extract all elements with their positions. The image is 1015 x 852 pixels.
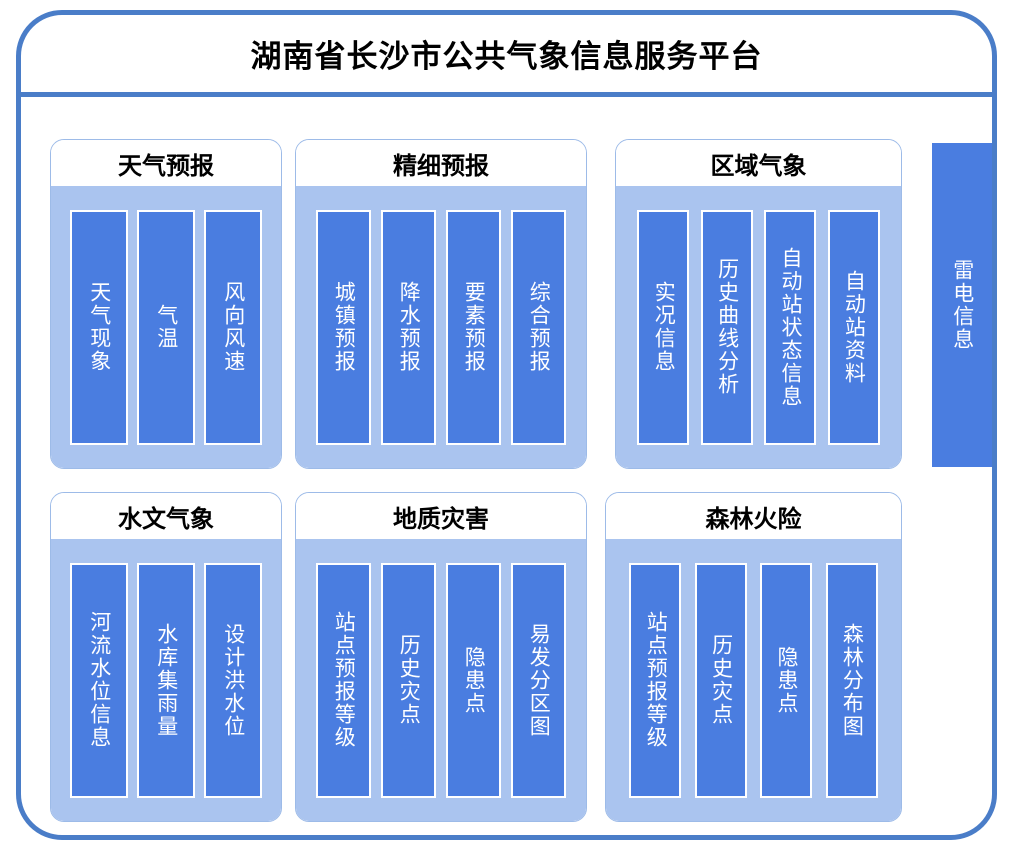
item-bar-forest-distribution-map[interactable]: 森林分布图 (825, 562, 878, 798)
item-label: 雷电信息 (950, 259, 975, 351)
item-bar-aws-data[interactable]: 自动站资料 (827, 209, 880, 445)
item-label: 自动站状态信息 (778, 246, 803, 408)
panel-body-geological-hazard: 站点预报等级 历史灾点 隐患点 易发分区图 (296, 539, 586, 821)
item-label: 隐患点 (774, 645, 799, 715)
item-label: 风向风速 (221, 281, 246, 373)
item-label: 设计洪水位 (221, 622, 246, 738)
item-label: 要素预报 (462, 281, 487, 373)
item-label: 站点预报等级 (332, 611, 357, 749)
item-bar-wind[interactable]: 风向风速 (204, 209, 262, 445)
title-bar: 湖南省长沙市公共气象信息服务平台 (21, 15, 992, 97)
item-bar-station-forecast-level[interactable]: 站点预报等级 (316, 562, 371, 798)
item-label: 森林分布图 (840, 622, 865, 738)
item-bar-design-flood-level[interactable]: 设计洪水位 (204, 562, 262, 798)
item-label: 站点预报等级 (644, 611, 669, 749)
item-label: 易发分区图 (527, 622, 552, 738)
item-bar-aws-status-information[interactable]: 自动站状态信息 (764, 209, 817, 445)
panel-title-hydro-meteorology: 水文气象 (51, 493, 281, 539)
item-bar-historical-disaster-points[interactable]: 历史灾点 (694, 562, 747, 798)
panel-title-fine-forecast: 精细预报 (296, 140, 586, 186)
panel-body-weather-forecast: 天气现象 气温 风向风速 (51, 186, 281, 468)
item-label: 自动站资料 (842, 269, 867, 385)
item-bar-weather-phenomena[interactable]: 天气现象 (70, 209, 128, 445)
item-label: 降水预报 (397, 281, 422, 373)
item-bar-history-curve-analysis[interactable]: 历史曲线分析 (700, 209, 753, 445)
panel-regional-meteorology[interactable]: 区域气象 实况信息 历史曲线分析 自动站状态信息 自动站资料 (615, 139, 902, 469)
item-label: 城镇预报 (332, 281, 357, 373)
page-title: 湖南省长沙市公共气象信息服务平台 (250, 39, 763, 75)
item-label: 历史灾点 (397, 634, 422, 726)
item-label: 综合预报 (527, 281, 552, 373)
item-label: 隐患点 (462, 645, 487, 715)
panel-geological-hazard[interactable]: 地质灾害 站点预报等级 历史灾点 隐患点 易发分区图 (295, 492, 587, 822)
panel-title-geological-hazard: 地质灾害 (296, 493, 586, 539)
item-bar-hidden-danger-points[interactable]: 隐患点 (760, 562, 813, 798)
item-bar-comprehensive-forecast[interactable]: 综合预报 (511, 209, 566, 445)
panel-forest-fire-risk[interactable]: 森林火险 站点预报等级 历史灾点 隐患点 森林分布图 (605, 492, 902, 822)
item-label: 天气现象 (87, 281, 112, 373)
item-label: 历史曲线分析 (715, 258, 740, 396)
item-label: 实况信息 (652, 281, 677, 373)
panel-body-regional-meteorology: 实况信息 历史曲线分析 自动站状态信息 自动站资料 (616, 186, 901, 468)
platform-frame: 湖南省长沙市公共气象信息服务平台 天气预报 天气现象 气温 风向风速 精细预报 (16, 10, 997, 840)
item-bar-temperature[interactable]: 气温 (137, 209, 195, 445)
item-label: 气温 (154, 304, 179, 350)
panel-fine-forecast[interactable]: 精细预报 城镇预报 降水预报 要素预报 综合预报 (295, 139, 587, 469)
panel-title-forest-fire-risk: 森林火险 (606, 493, 901, 539)
panel-body-forest-fire-risk: 站点预报等级 历史灾点 隐患点 森林分布图 (606, 539, 901, 821)
item-label: 河流水位信息 (87, 611, 112, 749)
frame-body: 天气预报 天气现象 气温 风向风速 精细预报 城镇预报 (21, 97, 992, 835)
item-bar-reservoir-rainfall[interactable]: 水库集雨量 (137, 562, 195, 798)
item-label: 水库集雨量 (154, 622, 179, 738)
item-label: 历史灾点 (709, 634, 734, 726)
item-bar-station-forecast-level[interactable]: 站点预报等级 (629, 562, 682, 798)
panel-body-hydro-meteorology: 河流水位信息 水库集雨量 设计洪水位 (51, 539, 281, 821)
item-bar-live-information[interactable]: 实况信息 (637, 209, 690, 445)
panel-title-regional-meteorology: 区域气象 (616, 140, 901, 186)
panel-body-fine-forecast: 城镇预报 降水预报 要素预报 综合预报 (296, 186, 586, 468)
item-bar-town-forecast[interactable]: 城镇预报 (316, 209, 371, 445)
item-bar-historical-disaster-points[interactable]: 历史灾点 (381, 562, 436, 798)
panel-hydro-meteorology[interactable]: 水文气象 河流水位信息 水库集雨量 设计洪水位 (50, 492, 282, 822)
item-bar-lightning-information[interactable]: 雷电信息 (932, 143, 992, 467)
item-bar-hidden-danger-points[interactable]: 隐患点 (446, 562, 501, 798)
item-bar-element-forecast[interactable]: 要素预报 (446, 209, 501, 445)
panel-title-weather-forecast: 天气预报 (51, 140, 281, 186)
item-bar-precipitation-forecast[interactable]: 降水预报 (381, 209, 436, 445)
panel-weather-forecast[interactable]: 天气预报 天气现象 气温 风向风速 (50, 139, 282, 469)
item-bar-prone-zone-map[interactable]: 易发分区图 (511, 562, 566, 798)
item-bar-river-water-level[interactable]: 河流水位信息 (70, 562, 128, 798)
